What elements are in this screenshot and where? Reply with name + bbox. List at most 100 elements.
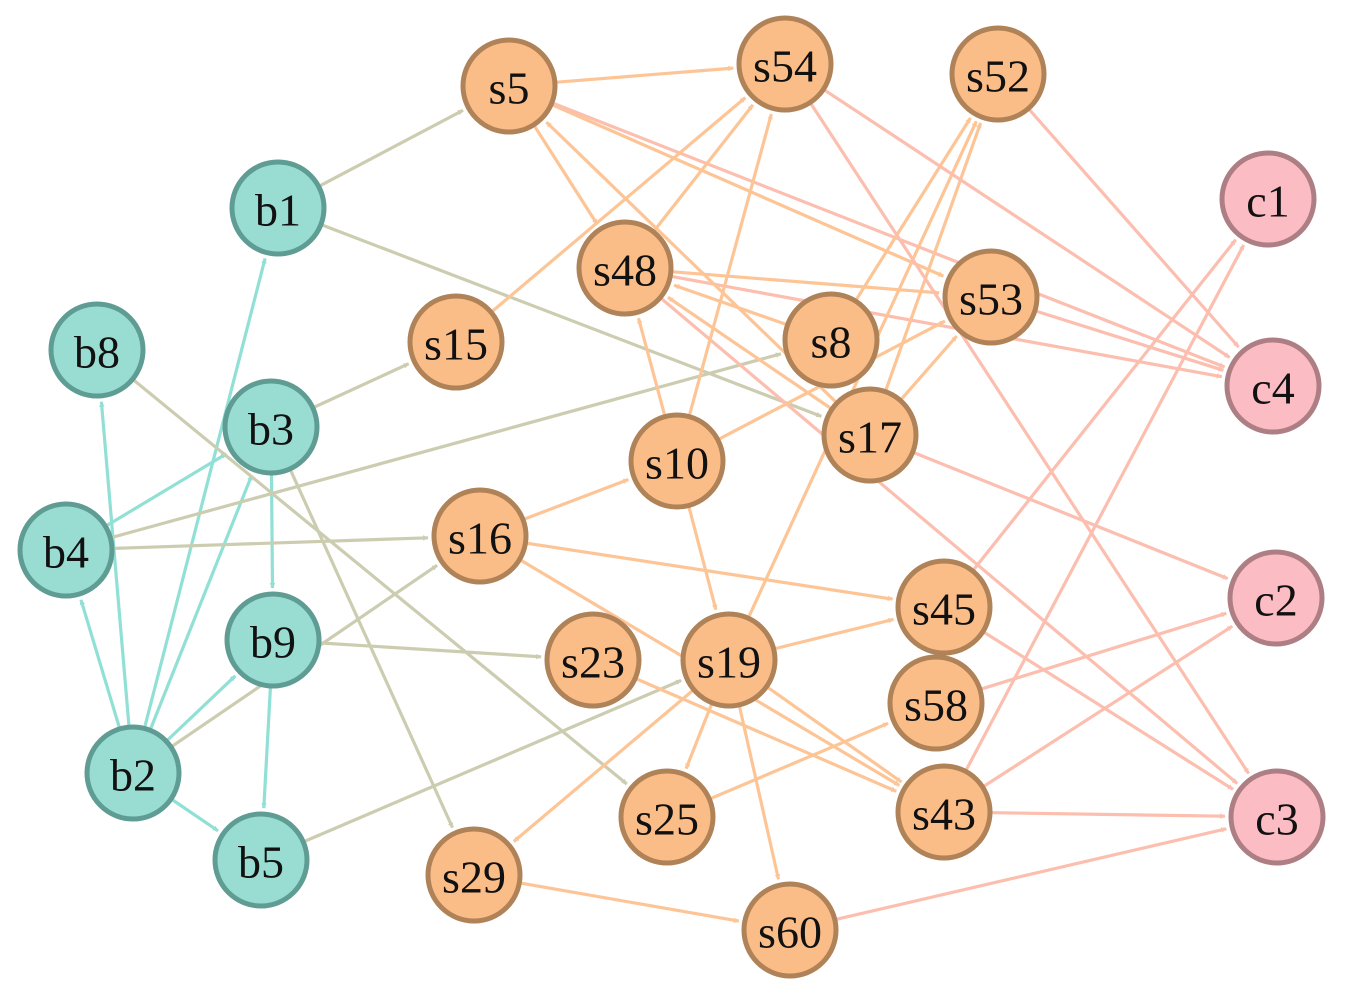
node-s58: s58 <box>887 654 985 752</box>
edge-b4-s8 <box>111 352 782 539</box>
edge-s48-c3 <box>660 297 1239 785</box>
node-label-s8: s8 <box>811 317 852 368</box>
node-circle-c4 <box>1224 337 1322 435</box>
edge-s16-s45 <box>527 541 894 602</box>
node-circle-s48 <box>576 219 674 317</box>
node-circle-s19 <box>680 611 778 709</box>
edge-s10-s54 <box>688 113 773 416</box>
node-b4: b4 <box>17 501 115 599</box>
edge-s29-s60 <box>521 881 740 923</box>
edge-s5-s54 <box>556 65 734 84</box>
node-circle-c1 <box>1219 150 1317 248</box>
node-label-c2: c2 <box>1254 575 1297 626</box>
edge-s53-c4 <box>1036 309 1224 372</box>
edge-s8-s48 <box>673 283 787 326</box>
edge-s5-s53 <box>552 103 945 278</box>
node-circle-b4 <box>17 501 115 599</box>
node-circle-s29 <box>425 826 523 924</box>
node-label-s5: s5 <box>489 63 530 114</box>
node-s60: s60 <box>741 881 839 979</box>
edge-b2-b1 <box>143 257 267 727</box>
edge-s5-c4 <box>553 102 1226 369</box>
edge-s23-s43 <box>636 677 897 793</box>
node-label-b5: b5 <box>238 837 284 888</box>
edge-b1-s5 <box>319 108 464 188</box>
node-label-s58: s58 <box>904 680 968 731</box>
edge-s48-s53 <box>672 270 940 296</box>
node-s43: s43 <box>895 763 993 861</box>
node-s19: s19 <box>680 611 778 709</box>
edge-b8-s25 <box>133 379 628 786</box>
edge-s58-c2 <box>981 611 1227 691</box>
edge-b4-s16 <box>113 535 429 550</box>
edge-s15-s54 <box>491 96 747 313</box>
node-c2: c2 <box>1227 549 1325 647</box>
node-label-b4: b4 <box>43 527 89 578</box>
edge-s43-c3 <box>991 811 1226 819</box>
node-b9: b9 <box>224 591 322 689</box>
node-label-b9: b9 <box>250 617 296 668</box>
node-circle-s25 <box>618 768 716 866</box>
node-label-s25: s25 <box>635 794 699 845</box>
edge-b1-s17 <box>322 223 822 418</box>
edge-b9-s23 <box>320 641 542 660</box>
node-label-s43: s43 <box>912 789 976 840</box>
node-circle-b9 <box>224 591 322 689</box>
node-label-c3: c3 <box>1255 794 1298 845</box>
edge-b4-b3 <box>106 452 228 527</box>
edge-b2-b8 <box>99 401 131 726</box>
node-label-s45: s45 <box>912 584 976 635</box>
edge-s8-s52 <box>855 117 972 301</box>
node-s10: s10 <box>628 412 726 510</box>
node-s45: s45 <box>895 558 993 656</box>
node-label-b3: b3 <box>248 404 294 455</box>
edge-s19-s43 <box>767 686 903 784</box>
edge-s48-s54 <box>653 103 755 232</box>
node-label-b8: b8 <box>74 327 120 378</box>
edge-s43-c1 <box>964 244 1246 771</box>
node-s52: s52 <box>949 25 1047 123</box>
node-circle-s60 <box>741 881 839 979</box>
node-s5: s5 <box>460 37 558 135</box>
node-b2: b2 <box>84 724 182 822</box>
node-label-s53: s53 <box>959 274 1023 325</box>
edge-b2-b5 <box>171 798 219 833</box>
node-c1: c1 <box>1219 150 1317 248</box>
node-label-s60: s60 <box>758 907 822 958</box>
node-circle-s16 <box>431 487 529 585</box>
edge-s19-s60 <box>738 706 781 880</box>
node-s25: s25 <box>618 768 716 866</box>
node-label-b2: b2 <box>110 750 156 801</box>
node-b5: b5 <box>212 811 310 909</box>
edge-b9-b5 <box>261 687 272 809</box>
node-b3: b3 <box>222 378 320 476</box>
node-circle-s52 <box>949 25 1047 123</box>
edge-s17-s53 <box>900 335 958 400</box>
edge-s52-c4 <box>1028 108 1240 349</box>
edge-s19-s29 <box>512 689 694 843</box>
node-circle-b1 <box>229 159 327 257</box>
edge-s5-s48 <box>533 125 599 225</box>
node-label-s52: s52 <box>966 51 1030 102</box>
edge-s25-s58 <box>710 721 889 800</box>
node-label-s29: s29 <box>442 852 506 903</box>
edge-b3-s15 <box>313 362 410 409</box>
edge-s45-c3 <box>983 631 1234 791</box>
edge-s60-c3 <box>836 827 1227 921</box>
node-label-s15: s15 <box>424 319 488 370</box>
node-circle-s53 <box>942 248 1040 346</box>
node-s23: s23 <box>544 611 642 709</box>
node-circle-s15 <box>407 293 505 391</box>
node-label-s19: s19 <box>697 637 761 688</box>
node-c4: c4 <box>1224 337 1322 435</box>
node-b8: b8 <box>48 301 146 399</box>
edges-layer <box>79 65 1250 923</box>
edge-s19-s45 <box>775 617 895 651</box>
node-circle-b2 <box>84 724 182 822</box>
node-s29: s29 <box>425 826 523 924</box>
edge-s10-s19 <box>687 506 718 611</box>
edge-s10-s48 <box>636 317 667 416</box>
node-circle-s23 <box>544 611 642 709</box>
node-circle-b5 <box>212 811 310 909</box>
edge-s17-c2 <box>913 451 1229 581</box>
